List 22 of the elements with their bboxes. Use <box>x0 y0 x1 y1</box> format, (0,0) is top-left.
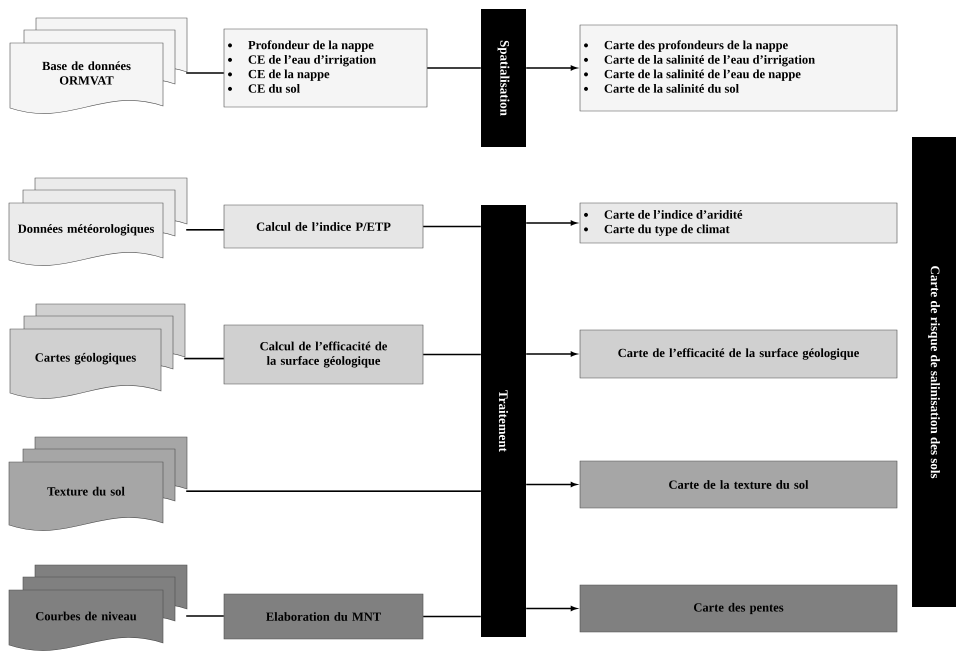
arrow <box>526 220 577 226</box>
document-stack: Base de données ORMVAT <box>10 18 188 114</box>
document-stack: Cartes géologiques <box>10 304 186 399</box>
document-stack: Courbes de niveau <box>8 564 188 651</box>
arrow <box>526 66 577 70</box>
arrow <box>526 352 577 356</box>
document-stack: Texture du sol <box>8 436 188 531</box>
document-stack: Données météorologiques <box>8 178 188 266</box>
list-box: Profondeur de la nappe CE de l’eau d’irrigation CE de la nappe CE du sol <box>224 28 428 108</box>
process-box: Carte de l’efficacité de la surface géologique <box>580 330 898 378</box>
process-bar: Spatialisation <box>481 9 526 147</box>
arrow <box>526 606 577 611</box>
process-box: Carte des pentes <box>580 584 898 632</box>
list-box: Carte de l’indice d’aridité Carte du type de climat <box>580 202 898 244</box>
process-bar: Traitement <box>481 205 526 637</box>
process-box: Calcul de l’indice P/ETP <box>224 204 424 248</box>
arrow <box>526 482 577 487</box>
list-box: Carte des profondeurs de la nappe Carte de la salinité de l’eau d’irrigation Carte de la salinité de l’eau de nappe Carte de la salinité du sol <box>580 24 898 112</box>
process-box: Carte de la texture du sol <box>580 460 898 508</box>
process-box: Calcul de l’efficacité de la surface géologique <box>224 324 424 384</box>
process-box: Elaboration du MNT <box>224 594 424 640</box>
process-bar: Carte de risque de salinisation des sols <box>912 137 956 607</box>
